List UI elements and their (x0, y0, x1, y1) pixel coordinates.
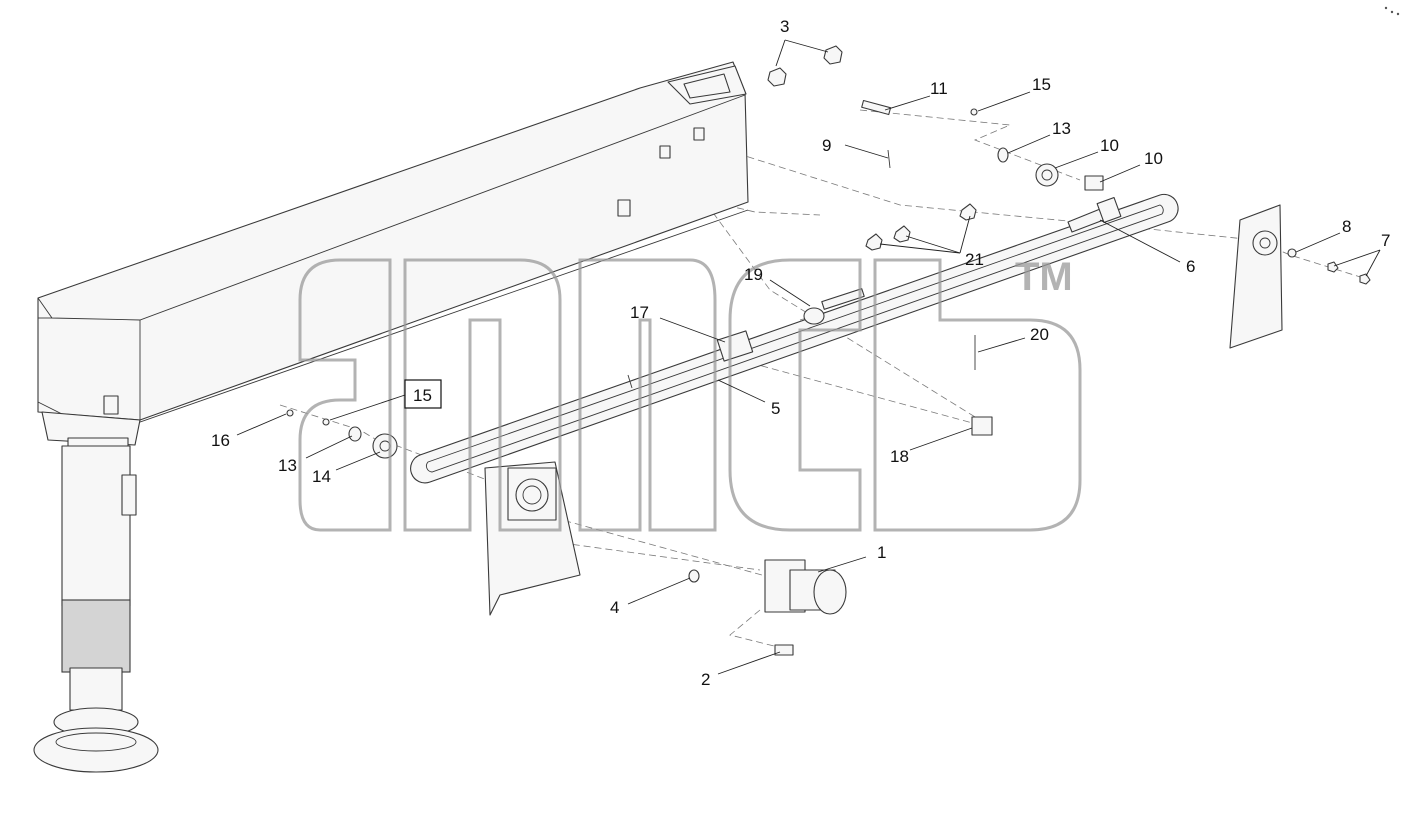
callout-labels: 3 11 15 9 13 10 10 6 8 7 21 19 17 20 5 1… (211, 17, 1390, 689)
tension-screw (1067, 196, 1122, 233)
support-post (33, 411, 159, 773)
callout-14: 14 (312, 467, 331, 486)
callout-15-boxed: 15 (413, 386, 432, 405)
callout-4: 4 (610, 598, 619, 617)
callout-20: 20 (1030, 325, 1049, 344)
watermark-logo: TM (298, 255, 1082, 532)
callout-13-left: 13 (278, 456, 297, 475)
callout-11: 10 (1100, 136, 1119, 155)
callout-1: 1 (877, 543, 886, 562)
callout-21: 21 (965, 250, 984, 269)
callout-12: 11 (930, 79, 948, 98)
callout-8: 8 (1342, 217, 1351, 236)
chain-loop (410, 193, 1179, 484)
watermark-trademark: TM (1015, 255, 1073, 299)
callout-9: 9 (822, 136, 831, 155)
callout-19: 19 (744, 265, 763, 284)
callout-16: 16 (211, 431, 230, 450)
callout-3: 3 (780, 17, 789, 36)
motor-plate (484, 461, 581, 616)
callout-leaders (236, 39, 1381, 675)
callout-15-top: 15 (1032, 75, 1051, 94)
callout-2: 2 (701, 670, 710, 689)
callout-7: 7 (1381, 231, 1390, 250)
callout-6: 6 (1186, 257, 1195, 276)
callout-5: 5 (771, 399, 780, 418)
callout-10: 10 (1144, 149, 1163, 168)
callout-18: 18 (890, 447, 909, 466)
motor (764, 559, 847, 615)
callout-13-top: 13 (1052, 119, 1071, 138)
callout-17: 17 (630, 303, 649, 322)
end-bracket (1229, 204, 1283, 349)
callout-15-box (404, 379, 442, 409)
corner-marks (1384, 6, 1400, 16)
